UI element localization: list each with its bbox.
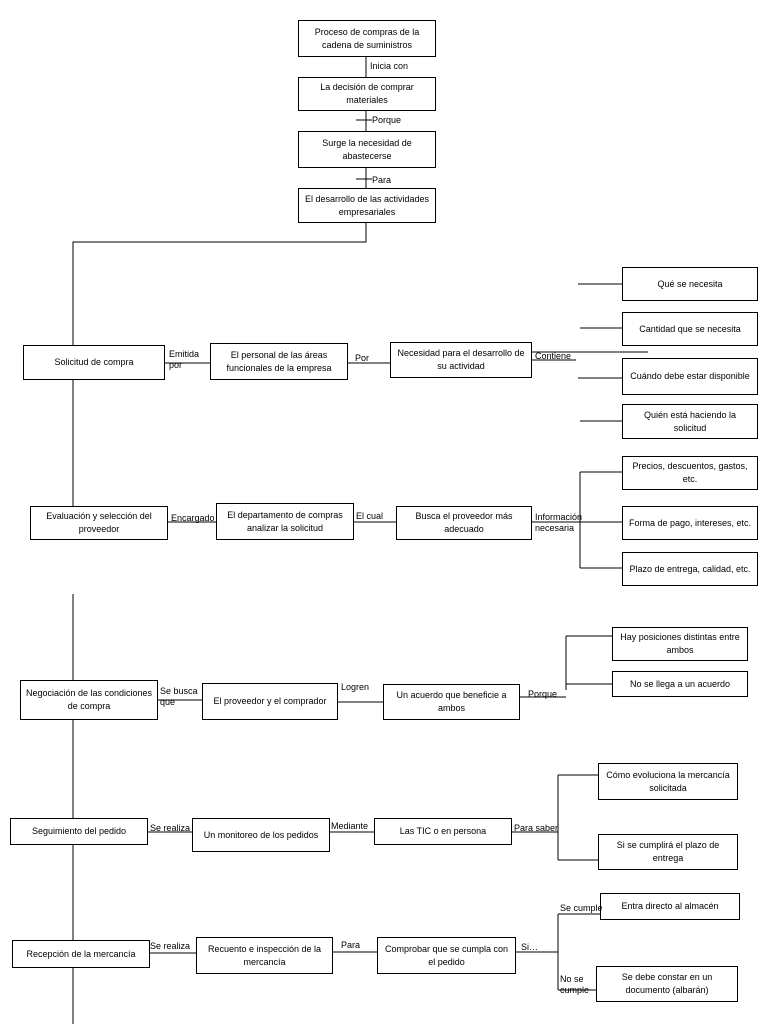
label-para-saber: Para saber	[514, 823, 559, 833]
node-forma-pago: Forma de pago, intereses, etc.	[622, 506, 758, 540]
node-evolucion-mercancia: Cómo evoluciona la mercancía solicitada	[598, 763, 738, 800]
node-departamento-compras: El departamento de compras analizar la s…	[216, 503, 354, 540]
node-que-se-necesita: Qué se necesita	[622, 267, 758, 301]
node-quien-solicitud: Quién está haciendo la solicitud	[622, 404, 758, 439]
node-cumplira-plazo: Si se cumplirá el plazo de entrega	[598, 834, 738, 870]
label-por: Por	[355, 353, 370, 363]
node-necesidad-abastecerse: Surge la necesidad de abastecerse	[298, 131, 436, 168]
node-monitoreo-pedidos: Un monitoreo de los pedidos	[192, 818, 330, 852]
node-proceso-compras: Proceso de compras de la cadena de sumin…	[298, 20, 436, 57]
node-decision-comprar: La decisión de comprar materiales	[298, 77, 436, 111]
node-comprobar-pedido: Comprobar que se cumpla con el pedido	[377, 937, 516, 974]
label-mediante: Mediante	[331, 821, 369, 831]
label-logren: Logren	[341, 682, 370, 692]
node-entra-almacen: Entra directo al almacén	[600, 893, 740, 920]
node-personal-areas: El personal de las áreas funcionales de …	[210, 343, 348, 380]
label-se-busca-que: Se busca que	[160, 686, 198, 707]
label-el-cual: El cual	[356, 511, 384, 521]
node-evaluacion-proveedor: Evaluación y selección del proveedor	[30, 506, 168, 540]
label-contiene: Contiene	[535, 351, 572, 361]
node-proveedor-comprador: El proveedor y el comprador	[202, 683, 338, 720]
label-se-cumple: Se cumple	[560, 903, 603, 913]
label-informacion-necesaria: Información necesaria	[535, 512, 583, 533]
node-busca-proveedor: Busca el proveedor más adecuado	[396, 506, 532, 540]
label-no-se-cumple: No se cumple	[560, 974, 590, 995]
node-tic-persona: Las TIC o en persona	[374, 818, 512, 845]
node-necesidad-desarrollo: Necesidad para el desarrollo de su activ…	[390, 342, 532, 378]
node-cuando-disponible: Cuándo debe estar disponible	[622, 358, 758, 395]
node-acuerdo-beneficie: Un acuerdo que beneficie a ambos	[383, 684, 520, 720]
node-desarrollo-actividades: El desarrollo de las actividades empresa…	[298, 188, 436, 223]
label-si: Si…	[521, 942, 539, 952]
node-precios: Precios, descuentos, gastos, etc.	[622, 456, 758, 490]
node-seguimiento-pedido: Seguimiento del pedido	[10, 818, 148, 845]
node-documento-albaran: Se debe constar en un documento (albarán…	[596, 966, 738, 1002]
label-se-realiza-seguimiento: Se realiza	[150, 823, 191, 833]
node-solicitud-compra: Solicitud de compra	[23, 345, 165, 380]
label-emitida-por: Emitida por	[169, 349, 200, 370]
label-porque: Porque	[372, 115, 402, 125]
label-porque-acuerdo: Porque	[528, 689, 558, 699]
node-recuento-inspeccion: Recuento e inspección de la mercancía	[196, 937, 333, 974]
label-se-realiza-recepcion: Se realiza	[150, 941, 191, 951]
label-encargado: Encargado	[171, 513, 215, 523]
node-recepcion-mercancia: Recepción de la mercancía	[12, 940, 150, 968]
node-posiciones-distintas: Hay posiciones distintas entre ambos	[612, 627, 748, 661]
label-inicia-con: Inicia con	[370, 61, 409, 71]
label-para: Para	[372, 175, 392, 185]
label-para-comprobar: Para	[341, 940, 361, 950]
node-negociacion: Negociación de las condiciones de compra	[20, 680, 158, 720]
node-plazo-entrega-calidad: Plazo de entrega, calidad, etc.	[622, 552, 758, 586]
node-no-acuerdo: No se llega a un acuerdo	[612, 671, 748, 697]
node-cantidad: Cantidad que se necesita	[622, 312, 758, 346]
